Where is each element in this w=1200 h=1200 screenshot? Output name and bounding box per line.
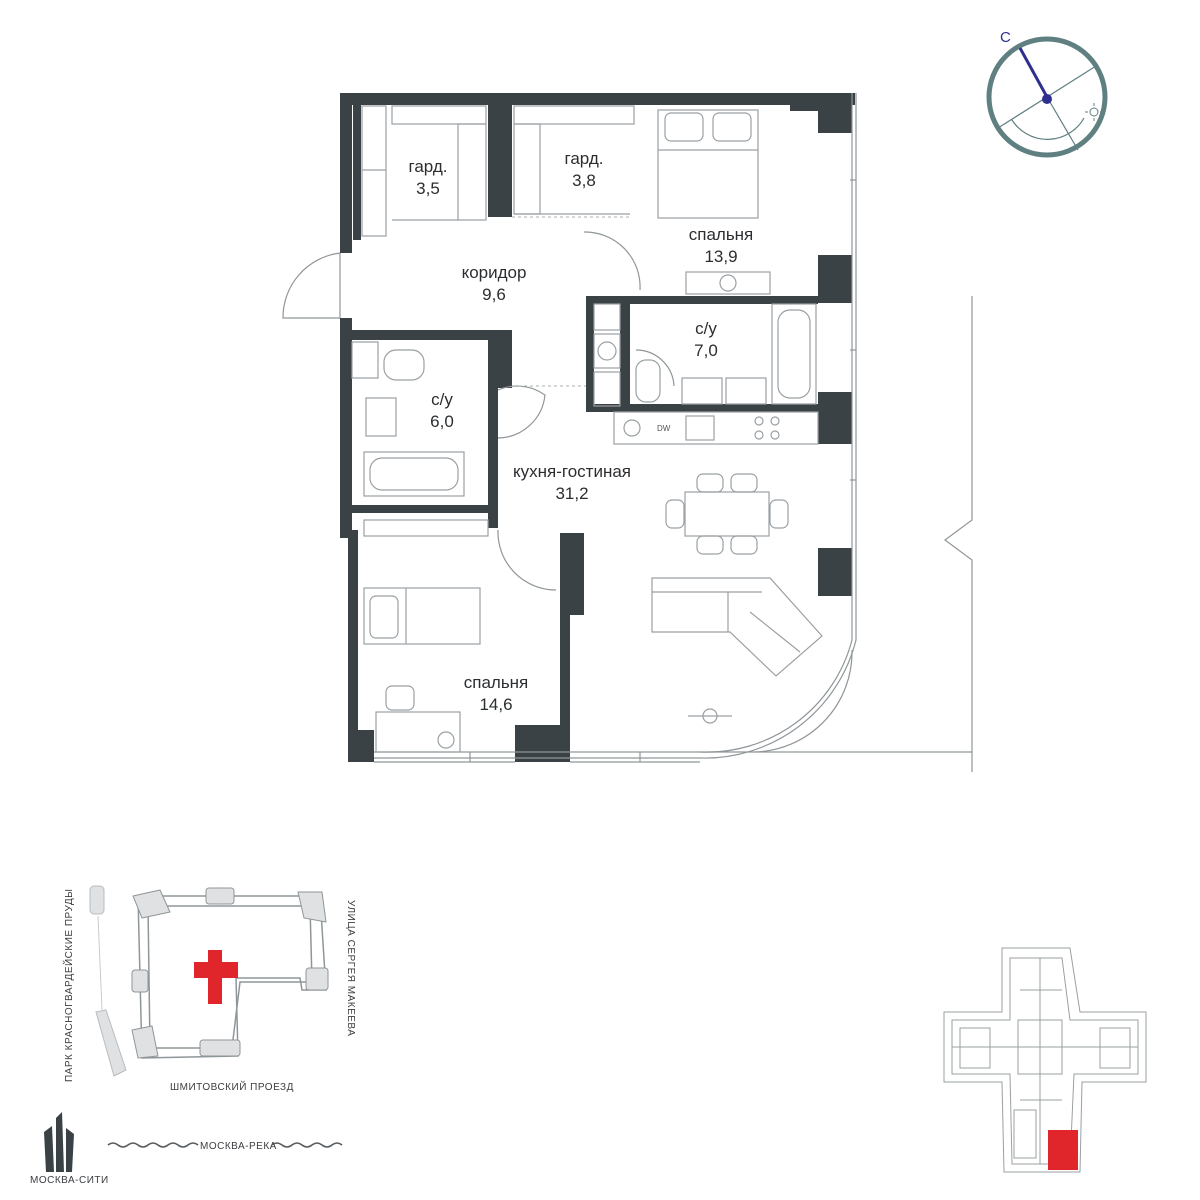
- site-map: ПАРК КРАСНОГВАРДЕЙСКИЕ ПРУДЫ УЛИЦА СЕРГЕ…: [30, 885, 356, 1186]
- dining-table: [665, 473, 789, 555]
- room-label-wardrobe-2: гард.: [565, 149, 604, 168]
- river-label: МОСКВА-РЕКА: [200, 1141, 277, 1152]
- compass: C: [986, 29, 1108, 158]
- room-area-kitchen-living: 31,2: [555, 484, 588, 503]
- wardrobe-shelving: [361, 105, 635, 237]
- room-label-bedroom-2: спальня: [464, 673, 529, 692]
- compass-ring: [986, 36, 1108, 158]
- park-label: ПАРК КРАСНОГВАРДЕЙСКИЕ ПРУДЫ: [62, 888, 75, 1082]
- room-area-wardrobe-1: 3,5: [416, 179, 440, 198]
- compass-north-label: C: [1000, 29, 1011, 46]
- site-apartment-highlight: [194, 950, 238, 1004]
- sun-icon: [1085, 103, 1103, 121]
- room-area-corridor: 9,6: [482, 285, 506, 304]
- floor-key-apartment-highlight: [1048, 1130, 1078, 1170]
- kitchen-counter: DW: [613, 411, 819, 445]
- compass-needle: [1018, 47, 1049, 98]
- room-area-bathroom-1: 7,0: [694, 341, 718, 360]
- room-labels: гард. 3,5 гард. 3,8 спальня 13,9 коридор…: [409, 149, 754, 714]
- moscow-city-skyline-icon: [44, 1112, 74, 1172]
- city-label: МОСКВА-СИТИ: [30, 1175, 109, 1186]
- street-east-label: УЛИЦА СЕРГЕЯ МАКЕЕВА: [345, 900, 356, 1036]
- room-area-wardrobe-2: 3,8: [572, 171, 596, 190]
- floor-plan: DW: [282, 93, 973, 772]
- river-wave-left: [107, 1142, 199, 1148]
- room-area-bedroom-2: 14,6: [479, 695, 512, 714]
- street-south-label: ШМИТОВСКИЙ ПРОЕЗД: [170, 1080, 294, 1093]
- room-label-bathroom-1: с/у: [695, 319, 717, 338]
- park-ponds: [89, 885, 127, 1077]
- room-label-corridor: коридор: [462, 263, 527, 282]
- bathroom-1-fixtures: [593, 303, 817, 407]
- doors: [282, 216, 675, 591]
- walls: [340, 93, 855, 762]
- room-label-kitchen-living: кухня-гостиная: [513, 462, 631, 481]
- floor-key: [943, 947, 1147, 1173]
- balcony-outline: [700, 296, 973, 772]
- room-label-bedroom-1: спальня: [689, 225, 754, 244]
- room-area-bedroom-1: 13,9: [704, 247, 737, 266]
- river-wave-right: [271, 1142, 343, 1148]
- dishwasher-label: DW: [657, 424, 671, 433]
- site-corner-towers: [131, 887, 329, 1059]
- bed-2: [363, 519, 489, 753]
- room-label-bathroom-2: с/у: [431, 390, 453, 409]
- room-area-bathroom-2: 6,0: [430, 412, 454, 431]
- bed-1: [657, 109, 771, 295]
- bathroom-2-fixtures: [351, 341, 465, 497]
- room-label-wardrobe-1: гард.: [409, 157, 448, 176]
- sofa: [651, 577, 823, 724]
